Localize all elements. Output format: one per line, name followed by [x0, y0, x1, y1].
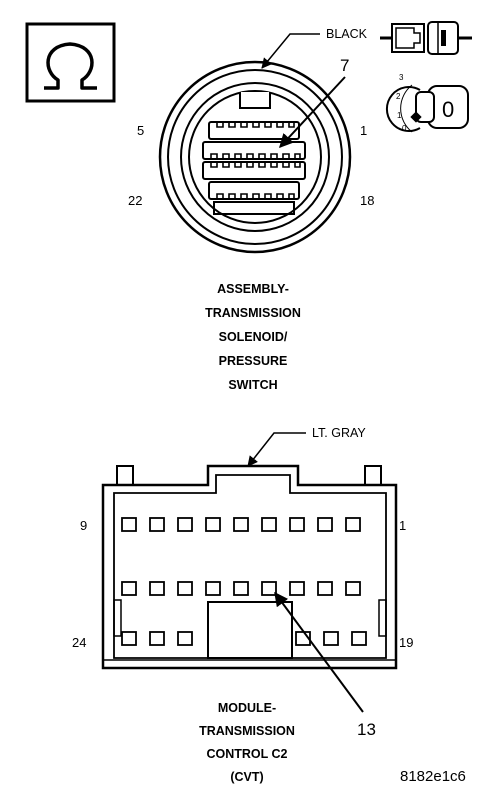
connector2-pin-top-right: 1 — [399, 518, 406, 533]
connector1-pin-bottom-right: 18 — [360, 193, 374, 208]
black-color-leader — [261, 33, 320, 69]
cavity-row-3 — [121, 631, 367, 646]
connector1-callout-pin: 7 — [340, 56, 349, 75]
ohm-symbol-box — [25, 22, 116, 103]
connector1-title-line-4: PRESSURE — [219, 354, 288, 368]
ignition-key-icon: 0 3 2 1 0 — [385, 73, 469, 133]
connector2-title-line-4: (CVT) — [230, 770, 263, 784]
terminal-row-3 — [202, 161, 306, 180]
connector2-pin-top-left: 9 — [80, 518, 87, 533]
lt-gray-color-leader — [247, 432, 306, 467]
connector1-title-line-1: ASSEMBLY- — [217, 282, 289, 296]
connector1-pin-bottom-left: 22 — [128, 193, 142, 208]
connector-plug-icon — [380, 21, 472, 55]
terminal-row-1 — [208, 121, 300, 140]
terminal-row-4 — [208, 181, 300, 200]
key-position-0: 0 — [402, 124, 407, 133]
tcm-connector — [101, 464, 398, 670]
connector2-title: MODULE- TRANSMISSION CONTROL C2 (CVT) — [199, 701, 295, 784]
connector1-color-label: BLACK — [326, 27, 368, 41]
connector2-title-line-2: TRANSMISSION — [199, 724, 295, 738]
connector2-title-line-1: MODULE- — [218, 701, 276, 715]
key-position-2: 2 — [396, 92, 401, 101]
connector1-pin-top-right: 1 — [360, 123, 367, 138]
connector2-pin-bottom-right: 19 — [399, 635, 413, 650]
connector1-title: ASSEMBLY- TRANSMISSION SOLENOID/ PRESSUR… — [205, 282, 301, 392]
connector1-pin-top-left: 5 — [137, 123, 144, 138]
connector2-callout-pin: 13 — [357, 720, 376, 739]
pin-7-leader — [279, 76, 346, 149]
connector1-title-line-3: SOLENOID/ — [219, 330, 288, 344]
cavity-row-2 — [121, 581, 361, 596]
solenoid-connector — [158, 60, 352, 254]
key-glyph: 0 — [442, 97, 454, 122]
connector1-title-line-2: TRANSMISSION — [205, 306, 301, 320]
connector2-pin-bottom-left: 24 — [72, 635, 86, 650]
ohm-icon — [44, 42, 97, 90]
connector1-title-line-5: SWITCH — [228, 378, 277, 392]
figure-id: 8182e1c6 — [400, 768, 466, 785]
connector2-title-line-3: CONTROL C2 — [206, 747, 287, 761]
cavity-row-1 — [121, 517, 361, 532]
key-position-3: 3 — [399, 73, 404, 82]
pin-13-leader — [274, 591, 364, 713]
key-position-1: 1 — [397, 111, 402, 120]
terminal-row-2 — [202, 141, 306, 160]
connector2-color-label: LT. GRAY — [312, 426, 366, 440]
